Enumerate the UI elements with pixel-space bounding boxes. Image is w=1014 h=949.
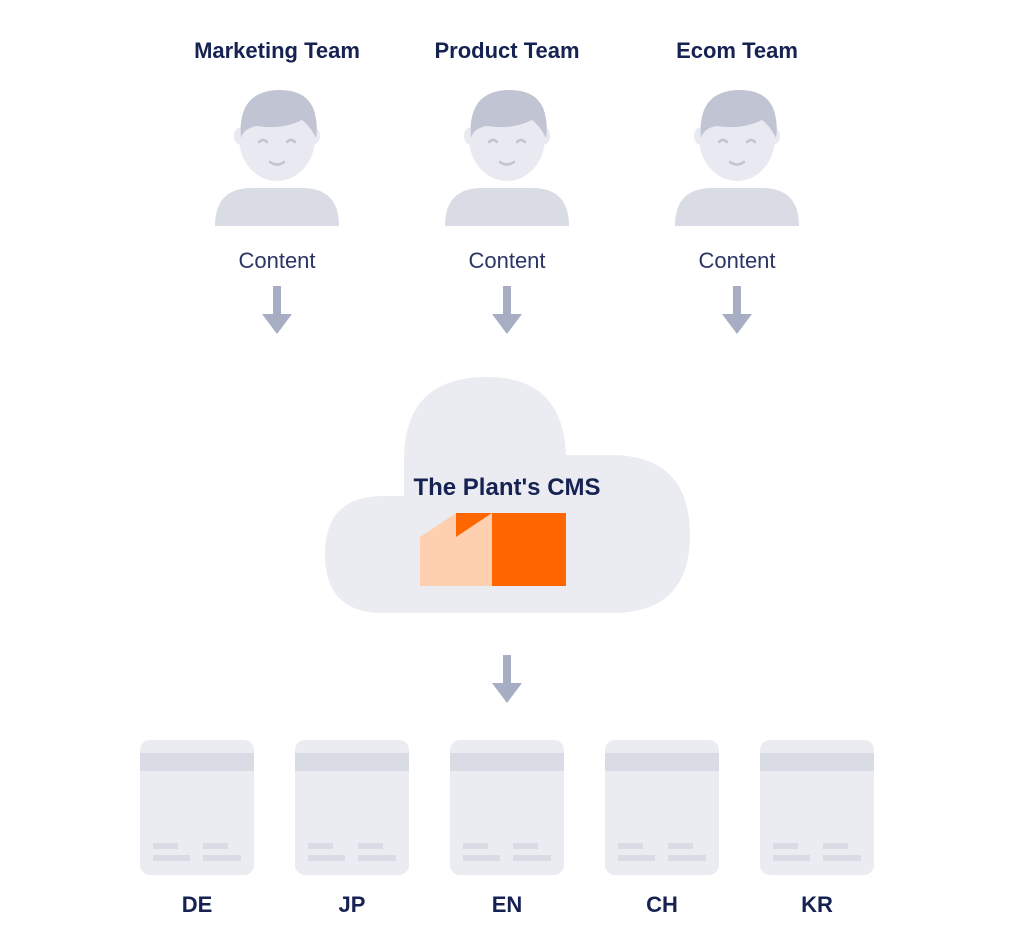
person-icon bbox=[215, 89, 339, 226]
content-label: Content bbox=[698, 248, 776, 273]
arrow-down-icon bbox=[492, 655, 522, 703]
arrow-down-icon bbox=[262, 286, 292, 334]
person-icon bbox=[445, 89, 569, 226]
the-plant-logo bbox=[420, 513, 566, 586]
team-marketing: Marketing Team Content bbox=[162, 36, 392, 276]
team-name: Product Team bbox=[434, 38, 580, 63]
website-page-icon bbox=[450, 740, 564, 875]
team-name: Marketing Team bbox=[194, 38, 360, 63]
website-page-icon bbox=[295, 740, 409, 875]
team-ecom: Ecom Team Content bbox=[622, 36, 852, 276]
site-label-ch: CH bbox=[646, 892, 678, 917]
site-label-jp: JP bbox=[338, 892, 366, 917]
site-label-kr: KR bbox=[801, 892, 833, 917]
team-product: Product Team Content bbox=[392, 36, 622, 276]
cms-title: The Plant's CMS bbox=[413, 474, 601, 501]
arrow-down-icon bbox=[722, 286, 752, 334]
website-page-icon bbox=[605, 740, 719, 875]
arrow-down-icon bbox=[492, 286, 522, 334]
website-page-icon bbox=[140, 740, 254, 875]
cloud-icon bbox=[325, 376, 690, 613]
person-icon bbox=[675, 89, 799, 226]
site-label-de: DE bbox=[181, 892, 213, 917]
site-label-en: EN bbox=[491, 892, 523, 917]
team-name: Ecom Team bbox=[676, 38, 798, 63]
content-label: Content bbox=[238, 248, 316, 273]
website-page-icon bbox=[760, 740, 874, 875]
content-label: Content bbox=[468, 248, 546, 273]
